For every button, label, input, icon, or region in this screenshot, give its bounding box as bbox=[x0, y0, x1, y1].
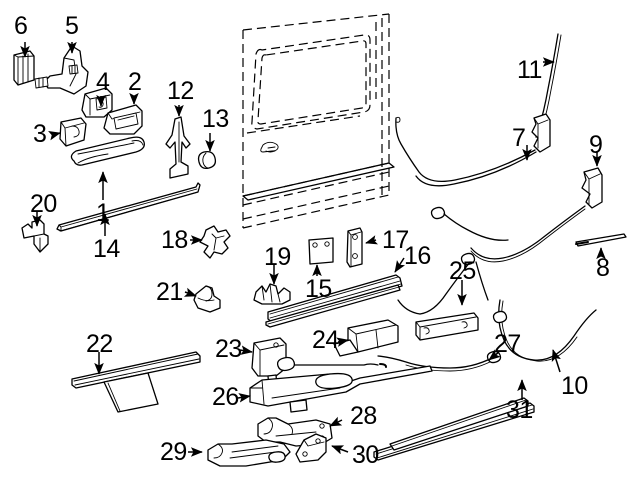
part-5-handle-base-bracket bbox=[34, 45, 89, 95]
callout-label-29[interactable]: 29 bbox=[160, 438, 187, 466]
callout-label-5[interactable]: 5 bbox=[65, 12, 79, 40]
callout-label-3[interactable]: 3 bbox=[33, 120, 47, 148]
callout-label-13[interactable]: 13 bbox=[202, 105, 229, 133]
callout-label-27[interactable]: 27 bbox=[494, 330, 521, 358]
cable-harness bbox=[293, 116, 597, 372]
part-15-hinge-plate bbox=[308, 237, 334, 265]
callout-label-4[interactable]: 4 bbox=[96, 68, 110, 96]
callout-label-7[interactable]: 7 bbox=[512, 124, 526, 152]
callout-label-1[interactable]: 1 bbox=[96, 199, 110, 227]
part-30-lower-hinge-bracket bbox=[295, 433, 327, 463]
callout-label-21[interactable]: 21 bbox=[156, 278, 183, 306]
callout-label-24[interactable]: 24 bbox=[312, 326, 339, 354]
part-2-handle-bezel-cover bbox=[103, 104, 143, 135]
callout-label-8[interactable]: 8 bbox=[596, 254, 610, 282]
callout-label-12[interactable]: 12 bbox=[167, 77, 194, 105]
callout-label-11[interactable]: 11 bbox=[517, 56, 542, 84]
part-16-center-track-rail bbox=[265, 274, 403, 328]
callout-label-26[interactable]: 26 bbox=[212, 383, 239, 411]
callout-label-15[interactable]: 15 bbox=[305, 275, 332, 303]
part-18-cable-grommet bbox=[199, 225, 231, 259]
callout-label-20[interactable]: 20 bbox=[30, 190, 57, 218]
callout-label-14[interactable]: 14 bbox=[93, 235, 120, 263]
callout-label-16[interactable]: 16 bbox=[404, 242, 431, 270]
part-26-center-roller-arm bbox=[249, 365, 433, 413]
callout-label-28[interactable]: 28 bbox=[350, 402, 377, 430]
part-13-bumper-stop bbox=[197, 150, 217, 170]
callout-leaders bbox=[20, 41, 606, 457]
part-14-upper-roller-rail bbox=[56, 182, 201, 232]
part-29-lower-roller-arm bbox=[207, 439, 291, 467]
callout-label-30[interactable]: 30 bbox=[352, 441, 379, 469]
callout-label-2[interactable]: 2 bbox=[128, 68, 142, 96]
part-19-roller-bracket bbox=[253, 283, 291, 305]
callout-label-6[interactable]: 6 bbox=[14, 12, 28, 40]
part-20-rail-end-bracket bbox=[21, 219, 49, 253]
callout-label-17[interactable]: 17 bbox=[382, 226, 409, 254]
part-24-track-end-cap bbox=[333, 319, 399, 357]
callout-label-25[interactable]: 25 bbox=[449, 257, 476, 285]
part-31-lower-track-rail bbox=[373, 397, 535, 461]
part-6-retainer-clip bbox=[13, 50, 35, 86]
part-7-upper-cable-guide bbox=[531, 113, 551, 153]
callout-label-23[interactable]: 23 bbox=[215, 335, 242, 363]
callout-label-31[interactable]: 31 bbox=[506, 396, 533, 424]
callout-label-9[interactable]: 9 bbox=[589, 131, 603, 159]
part-1-exterior-door-handle bbox=[70, 136, 145, 166]
callout-label-18[interactable]: 18 bbox=[161, 226, 188, 254]
callout-label-10[interactable]: 10 bbox=[561, 372, 588, 400]
part-23-roller-hinge-housing bbox=[251, 337, 296, 389]
part-25-latch-mounting-plate bbox=[415, 312, 479, 341]
part-8-link-rod bbox=[575, 233, 627, 247]
callout-label-19[interactable]: 19 bbox=[264, 243, 291, 271]
part-9-lower-cable-guide bbox=[581, 167, 603, 209]
part-3-handle-end-cap bbox=[59, 117, 87, 147]
part-22-lower-rail-cover bbox=[71, 351, 201, 413]
part-21-stopper-wedge bbox=[193, 285, 221, 313]
callout-label-22[interactable]: 22 bbox=[86, 330, 113, 358]
part-12-striker-post bbox=[165, 116, 191, 179]
part-17-striker-plate bbox=[346, 227, 363, 268]
door-panel-outline bbox=[242, 13, 395, 229]
